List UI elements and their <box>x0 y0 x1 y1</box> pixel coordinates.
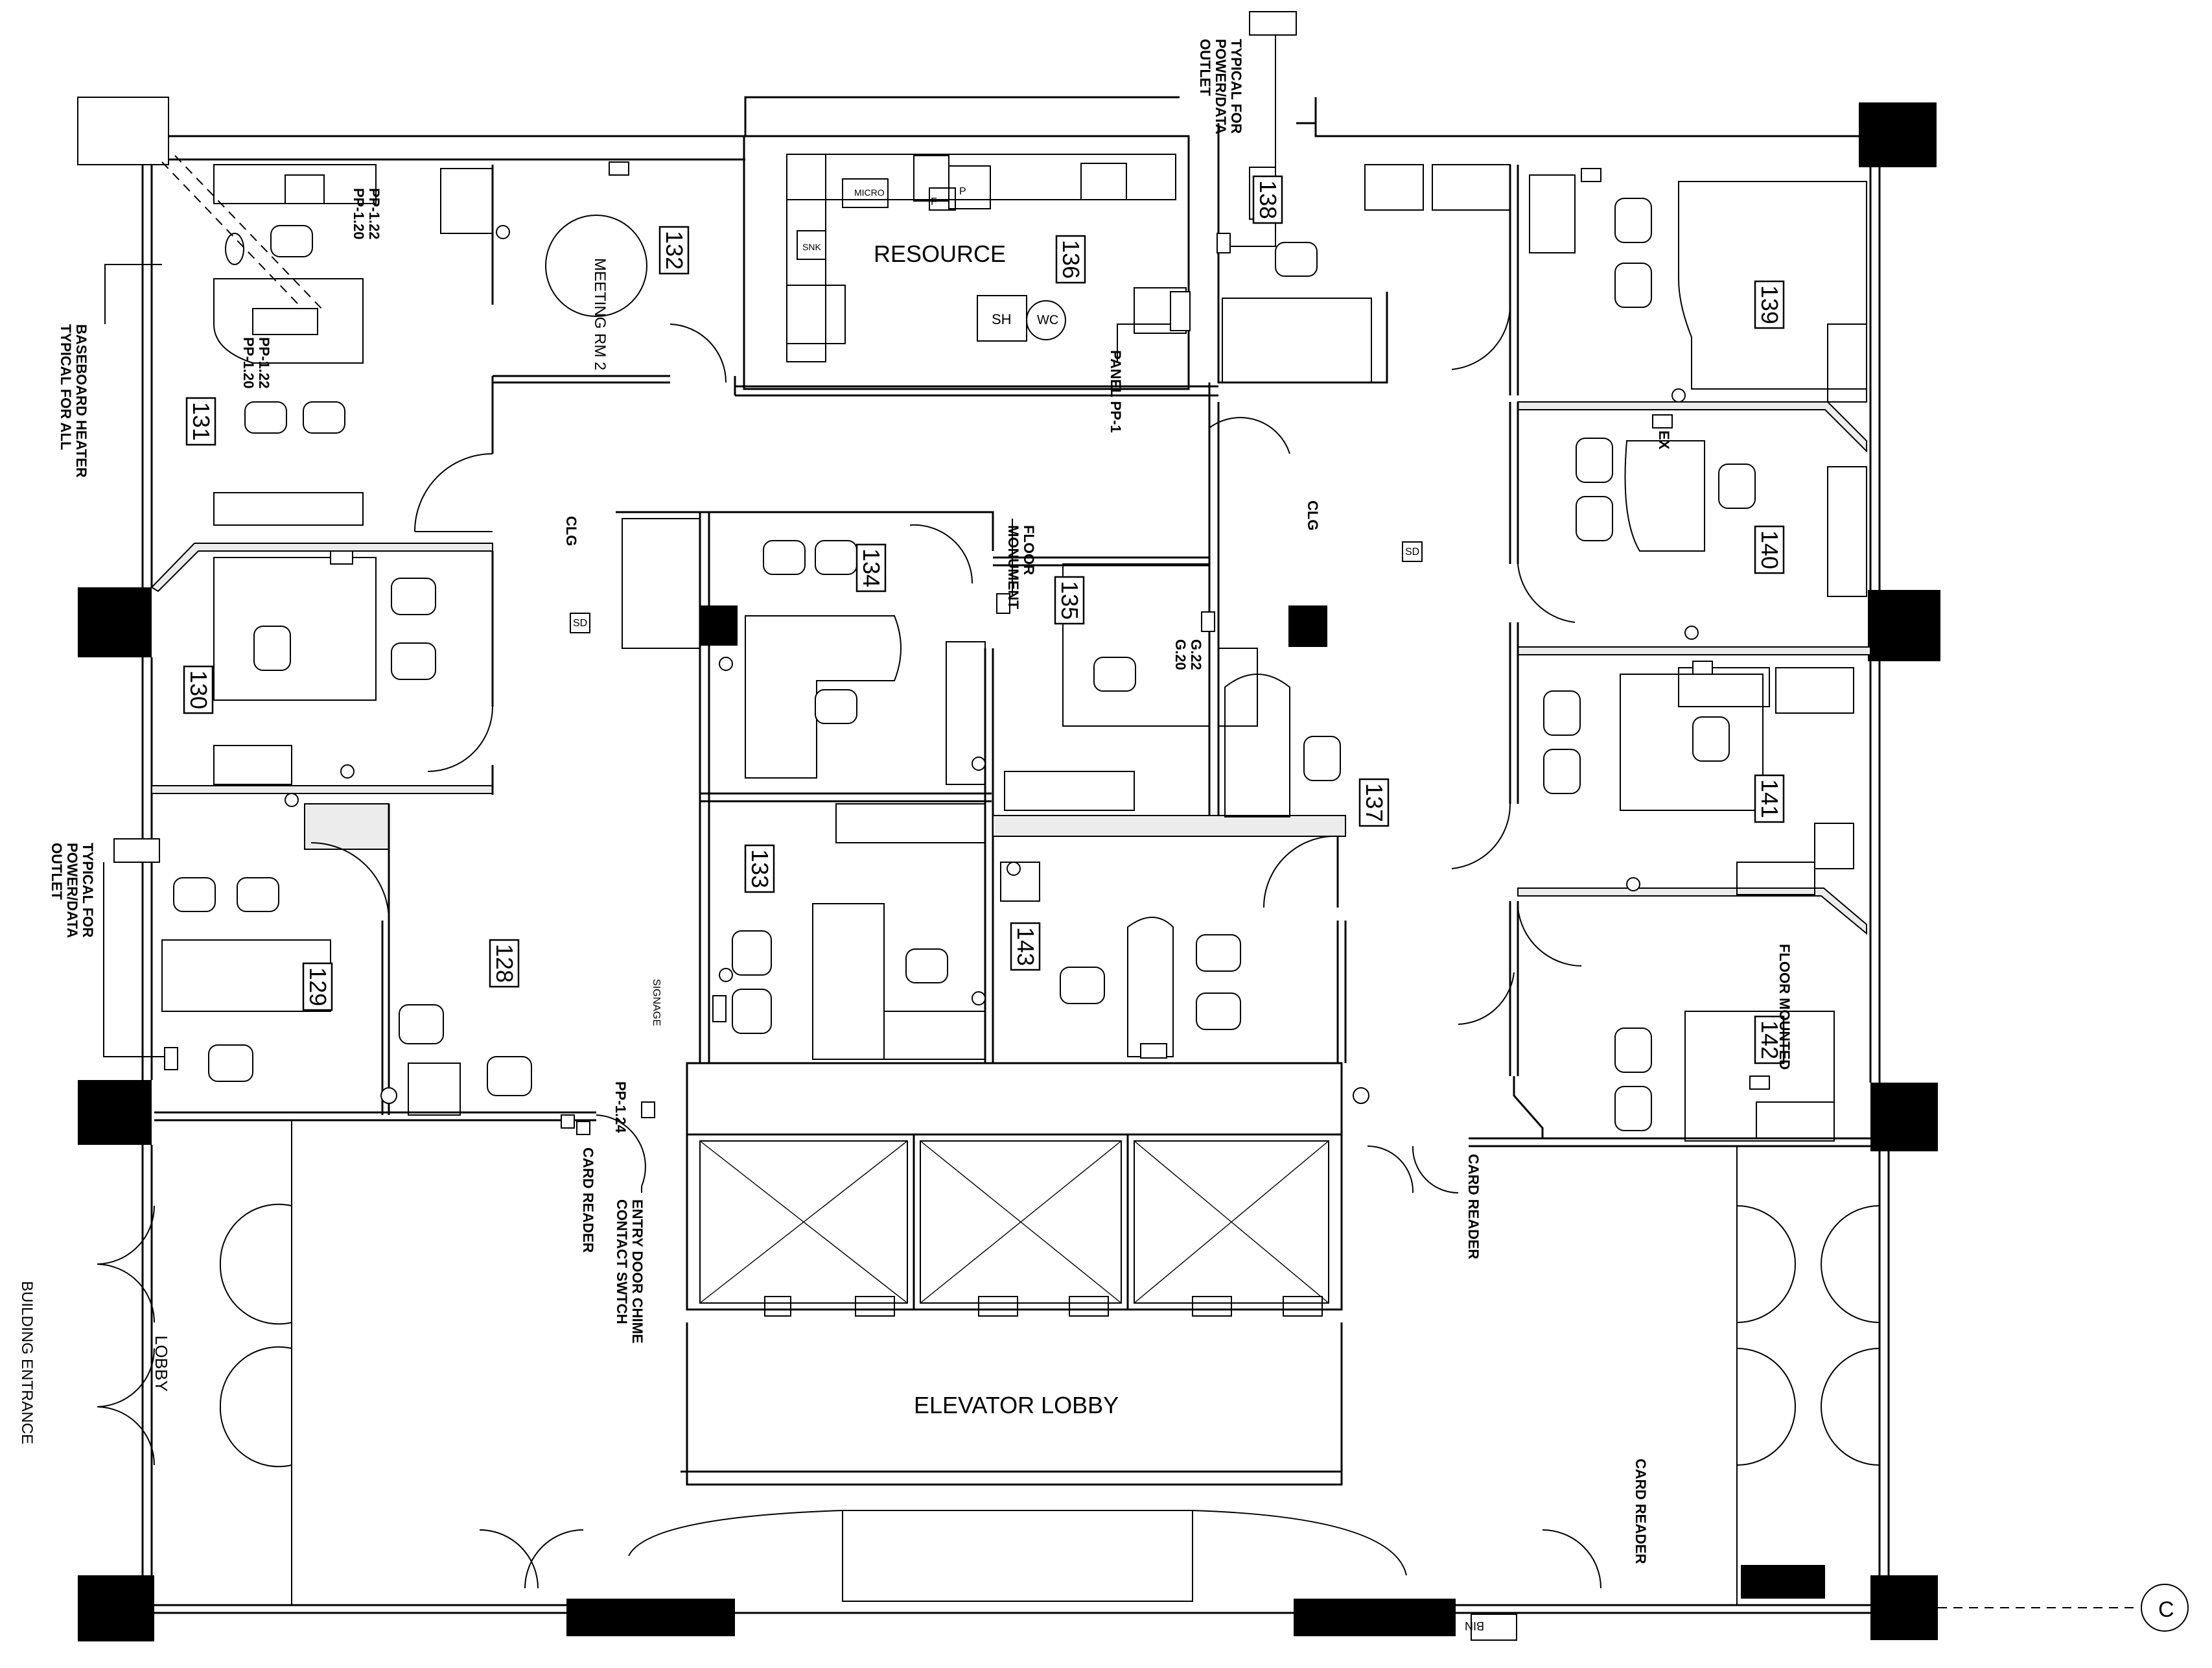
room-tags: 131 132 136 138 139 140 141 142 <box>183 175 1785 1064</box>
elevator-lobby-label: ELEVATOR LOBBY <box>914 1392 1119 1418</box>
f-label: F <box>931 196 937 207</box>
room-number: 140 <box>1756 530 1783 569</box>
card-reader-note: CARD READER <box>580 1147 596 1253</box>
room-number: 130 <box>185 670 212 709</box>
room-number: 142 <box>1756 1020 1783 1059</box>
svg-text:OUTLET: OUTLET <box>49 843 65 900</box>
room-number: 135 <box>1056 581 1083 620</box>
sh-label: SH <box>992 311 1012 327</box>
meeting-room-label: MEETING RM 2 <box>591 258 609 370</box>
svg-text:MONUMENT: MONUMENT <box>1005 525 1021 609</box>
svg-text:PP-1.20: PP-1.20 <box>351 188 367 240</box>
pp-circuit-note-top: PP-1.22 PP-1.20 <box>351 188 382 240</box>
ex-label: EX <box>1656 430 1672 450</box>
door-swings <box>97 304 1880 1605</box>
typical-outlet-note-top: TYPICAL FOR POWER/DATA OUTLET <box>1197 39 1244 134</box>
room-number: 136 <box>1058 240 1084 279</box>
card-reader-note: CARD READER <box>1633 1459 1649 1564</box>
baseboard-heater-note: BASEBOARD HEATER TYPICAL FOR ALL <box>58 324 89 478</box>
typical-outlet-note-left: TYPICAL FOR POWER/DATA OUTLET <box>49 843 96 938</box>
svg-text:TYPICAL FOR: TYPICAL FOR <box>1228 39 1244 134</box>
clg-label: CLG <box>1305 500 1321 530</box>
room-number: 133 <box>747 849 773 888</box>
room-number: 139 <box>1756 285 1783 324</box>
grid-bubble-label: C <box>2158 1597 2174 1622</box>
room-number: 128 <box>491 944 518 983</box>
room-number: 141 <box>1756 779 1783 818</box>
svg-text:G.22: G.22 <box>1188 639 1204 670</box>
svg-text:FLOOR: FLOOR <box>1021 525 1037 575</box>
exterior-walls <box>77 96 2139 1614</box>
floor-mounted-note: FLOOR MOUNTED <box>1776 944 1793 1070</box>
card-reader-note: CARD READER <box>1465 1154 1482 1260</box>
annotation-notes: TYPICAL FOR POWER/DATA OUTLET TYPICAL FO… <box>49 39 1793 1564</box>
svg-text:ENTRY DOOR CHIME: ENTRY DOOR CHIME <box>629 1199 646 1343</box>
svg-text:G.20: G.20 <box>1172 639 1189 670</box>
furniture <box>161 154 1867 1142</box>
snk-label: SNK <box>802 242 821 252</box>
svg-text:PP-1.22: PP-1.22 <box>256 337 272 389</box>
svg-text:POWER/DATA: POWER/DATA <box>64 843 80 938</box>
leader-lines <box>103 35 1276 1193</box>
interior-partitions <box>150 123 1871 1486</box>
svg-text:CONTACT SWTCH: CONTACT SWTCH <box>614 1199 630 1324</box>
wc-label: WC <box>1037 313 1058 327</box>
svg-text:PP-1.20: PP-1.20 <box>240 337 257 389</box>
svg-text:OUTLET: OUTLET <box>1197 39 1213 97</box>
svg-text:TYPICAL FOR: TYPICAL FOR <box>80 843 96 937</box>
resource-label: RESOURCE <box>874 241 1006 267</box>
svg-text:PP-1.22: PP-1.22 <box>366 188 382 240</box>
room-number: 143 <box>1012 927 1039 966</box>
signage-label: SIGNAGE <box>651 979 662 1026</box>
svg-text:POWER/DATA: POWER/DATA <box>1213 39 1229 134</box>
pp-124-note: PP-1.24 <box>612 1081 629 1133</box>
elevator-cars <box>628 1140 1407 1602</box>
room-number: 134 <box>858 548 885 587</box>
room-number: 131 <box>188 402 215 441</box>
bin-label: BIN <box>1465 1619 1484 1632</box>
room-number: 137 <box>1361 783 1388 822</box>
p-label: P <box>959 186 966 197</box>
room-number: 138 <box>1255 180 1281 219</box>
entry-chime-note: ENTRY DOOR CHIME CONTACT SWTCH <box>614 1199 646 1343</box>
room-number: 132 <box>661 231 688 270</box>
lobby-label: LOBBY <box>152 1335 171 1392</box>
g-circuit-note: G.22 G.20 <box>1172 639 1204 670</box>
building-entrance-label: BUILDING ENTRANCE <box>18 1281 36 1444</box>
sd-label: SD <box>1405 546 1419 558</box>
clg-label: CLG <box>563 516 579 546</box>
pp-circuit-note-desk: PP-1.22 PP-1.20 <box>240 337 272 389</box>
sd-label: SD <box>573 618 587 629</box>
panel-note: PANEL PP-1 <box>1108 350 1124 433</box>
micro-label: MICRO <box>854 187 885 198</box>
area-labels: RESOURCE MEETING RM 2 ELEVATOR LOBBY LOB… <box>18 186 2174 1632</box>
chairs <box>173 198 1756 1131</box>
svg-text:TYPICAL FOR ALL: TYPICAL FOR ALL <box>58 324 74 450</box>
structural-columns <box>78 102 1940 1641</box>
room-number: 129 <box>305 967 331 1006</box>
floor-monument-note: FLOOR MONUMENT <box>1005 525 1037 609</box>
svg-text:BASEBOARD HEATER: BASEBOARD HEATER <box>73 324 89 478</box>
